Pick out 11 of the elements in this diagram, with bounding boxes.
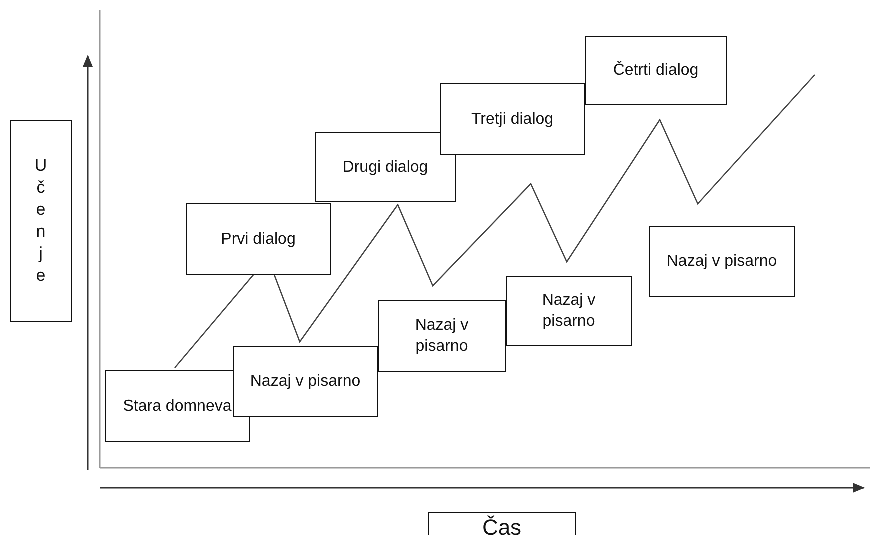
stage-box: Nazaj v pisarno (649, 226, 795, 297)
stage-box: Nazaj v pisarno (233, 346, 378, 417)
axis-label-box: U č e n j e (10, 120, 72, 322)
axis-label-box: Čas (428, 512, 576, 535)
stage-box: Stara domneva (105, 370, 250, 442)
stage-box: Tretji dialog (440, 83, 585, 155)
stage-box: Drugi dialog (315, 132, 456, 202)
stage-box: Nazaj v pisarno (506, 276, 632, 346)
stage-box: Prvi dialog (186, 203, 331, 275)
stage-box: Četrti dialog (585, 36, 727, 105)
stage-box: Nazaj v pisarno (378, 300, 506, 372)
